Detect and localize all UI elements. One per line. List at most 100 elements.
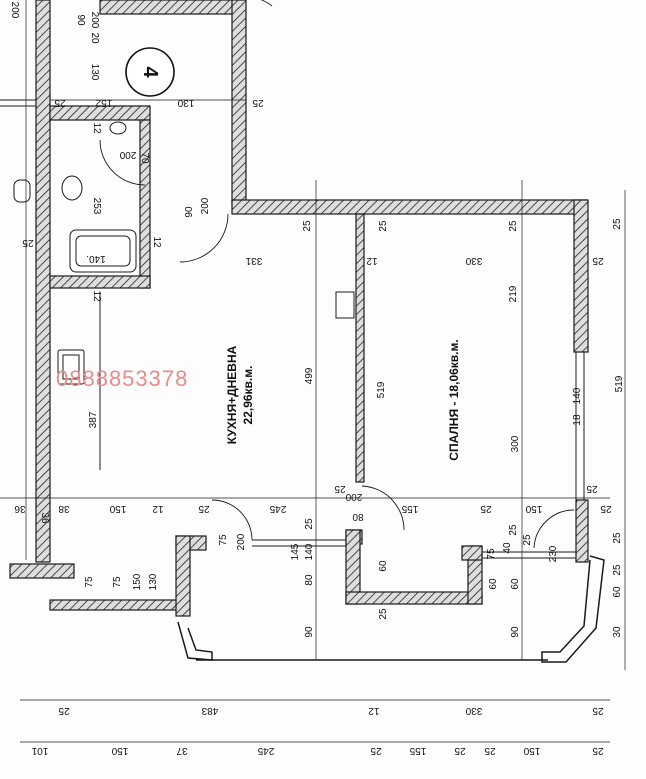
dim-top-130v: 130: [89, 64, 100, 81]
dim-l-75: 75: [218, 534, 229, 546]
dim-l-75b: 75: [84, 576, 95, 588]
door-stairs: [232, 0, 273, 7]
dim-h-80: 80: [352, 511, 364, 522]
dim-h-150: 150: [109, 503, 126, 514]
kitchen-sink-bowl: [62, 354, 80, 380]
dim-k-25b: 25: [378, 220, 389, 232]
dim-h-25: 25: [198, 503, 210, 514]
dim-top-90: 90: [75, 14, 86, 26]
dim-h-36b: 36: [39, 512, 50, 524]
dim-bath-12b: 12: [151, 236, 162, 248]
dim-bath-200: 200: [119, 149, 136, 160]
dim-bot2-25c: 25: [484, 745, 496, 756]
dim-bot-25b: 25: [592, 705, 604, 716]
dim-bot2-101: 101: [31, 745, 48, 756]
dim-bot2-150b: 150: [523, 745, 540, 756]
dim-top-25b: 25: [252, 97, 264, 108]
dim-h-36: 36: [14, 503, 26, 514]
apartment-marker: 4: [125, 47, 175, 97]
sink: [109, 121, 127, 135]
dim-m-75: 75: [486, 548, 497, 560]
dim-k-12: 12: [366, 255, 378, 266]
dim-h-25c: 25: [480, 503, 492, 514]
wall-bath-top: [49, 105, 151, 121]
dim-h-12: 12: [152, 503, 164, 514]
wall-bottom-left2: [49, 599, 189, 611]
dim-r-60: 60: [612, 586, 623, 598]
wall-bottom-left: [9, 563, 75, 579]
dim-r-18: 18: [572, 414, 583, 426]
wall-bath-right: [139, 119, 151, 289]
dim-b-519: 519: [376, 381, 387, 398]
dim-k-499: 499: [304, 367, 315, 384]
wall-right-lower: [575, 499, 589, 563]
room-labels: КУХНЯ+ДНЕВНА 22,96кв.м. СПАЛНЯ - 18,06кв…: [225, 339, 461, 460]
dim-bot2-155: 155: [409, 745, 426, 756]
door-loggia: [211, 499, 253, 541]
watermark: 0888853378: [56, 366, 188, 391]
door-entrance: [179, 213, 229, 263]
dim-l-150: 150: [132, 573, 143, 590]
fixtures: [13, 121, 355, 470]
dim-h-245: 245: [269, 503, 286, 514]
dim-bot-483: 483: [201, 705, 218, 716]
dim-top-200: 200: [89, 12, 100, 29]
dim-top-25: 25: [54, 97, 66, 108]
dim-bath-25: 25: [22, 237, 34, 248]
dim-m-90: 90: [510, 626, 521, 638]
dim-bot2-25b: 25: [454, 745, 466, 756]
doors: [99, 0, 575, 549]
dim-r-25b: 25: [612, 564, 623, 576]
dim-l-130: 130: [148, 573, 159, 590]
dim-top-20: 20: [89, 32, 100, 44]
dim-bot2-25: 25: [370, 745, 382, 756]
dim-r-519: 519: [614, 375, 625, 392]
dim-b-330: 330: [465, 255, 482, 266]
dim-l-25b: 25: [378, 608, 389, 620]
kitchen-sink: [57, 349, 85, 385]
dim-bot-12: 12: [368, 705, 380, 716]
walls: [9, 0, 589, 617]
dim-h-38: 38: [58, 503, 70, 514]
dim-k-387: 387: [88, 411, 99, 428]
apartment-number: 4: [139, 66, 161, 78]
dim-l-75c: 75: [112, 576, 123, 588]
dim-l-140: 140: [304, 543, 315, 560]
balcony-parapet: [177, 621, 213, 661]
dim-bot2-245: 245: [257, 745, 274, 756]
wall-bath-bottom: [49, 275, 151, 289]
chimney: [335, 291, 355, 319]
dim-m-25b: 25: [522, 534, 533, 546]
dim-bot2-25d: 25: [592, 745, 604, 756]
dim-m-60b: 60: [510, 578, 521, 590]
dim-m-25: 25: [508, 524, 519, 536]
dim-r-30: 30: [612, 626, 623, 638]
dim-door-200: 200: [200, 197, 211, 214]
dim-bot-25: 25: [58, 705, 70, 716]
wall-top-stub: [99, 0, 241, 15]
dim-top-152: 152: [95, 97, 112, 108]
dim-bot2-37: 37: [176, 745, 188, 756]
dim-l-145: 145: [290, 543, 301, 560]
dim-bath-70: 70: [139, 152, 150, 164]
windows: [0, 99, 585, 559]
toilet: [61, 175, 83, 201]
wall-bay-bottom: [345, 591, 483, 605]
dim-m-60: 60: [488, 578, 499, 590]
wall-stair-right: [231, 0, 247, 206]
dim-left-200: 200: [9, 2, 20, 19]
dim-h-155: 155: [401, 503, 418, 514]
wall-left-exterior: [35, 0, 51, 563]
dim-k-25c: 25: [508, 220, 519, 232]
wall-bay-right-top: [461, 545, 483, 561]
dim-k-25a: 25: [302, 220, 313, 232]
dim-h-25e: 25: [600, 503, 612, 514]
dim-h-25d: 25: [586, 483, 598, 494]
dim-k-331: 331: [245, 255, 262, 266]
dim-b-25: 25: [592, 255, 604, 266]
dim-r-140: 140: [572, 387, 583, 404]
wall-right-exterior: [573, 199, 589, 353]
dim-l-80: 80: [304, 574, 315, 586]
dim-bot2-150: 150: [111, 745, 128, 756]
